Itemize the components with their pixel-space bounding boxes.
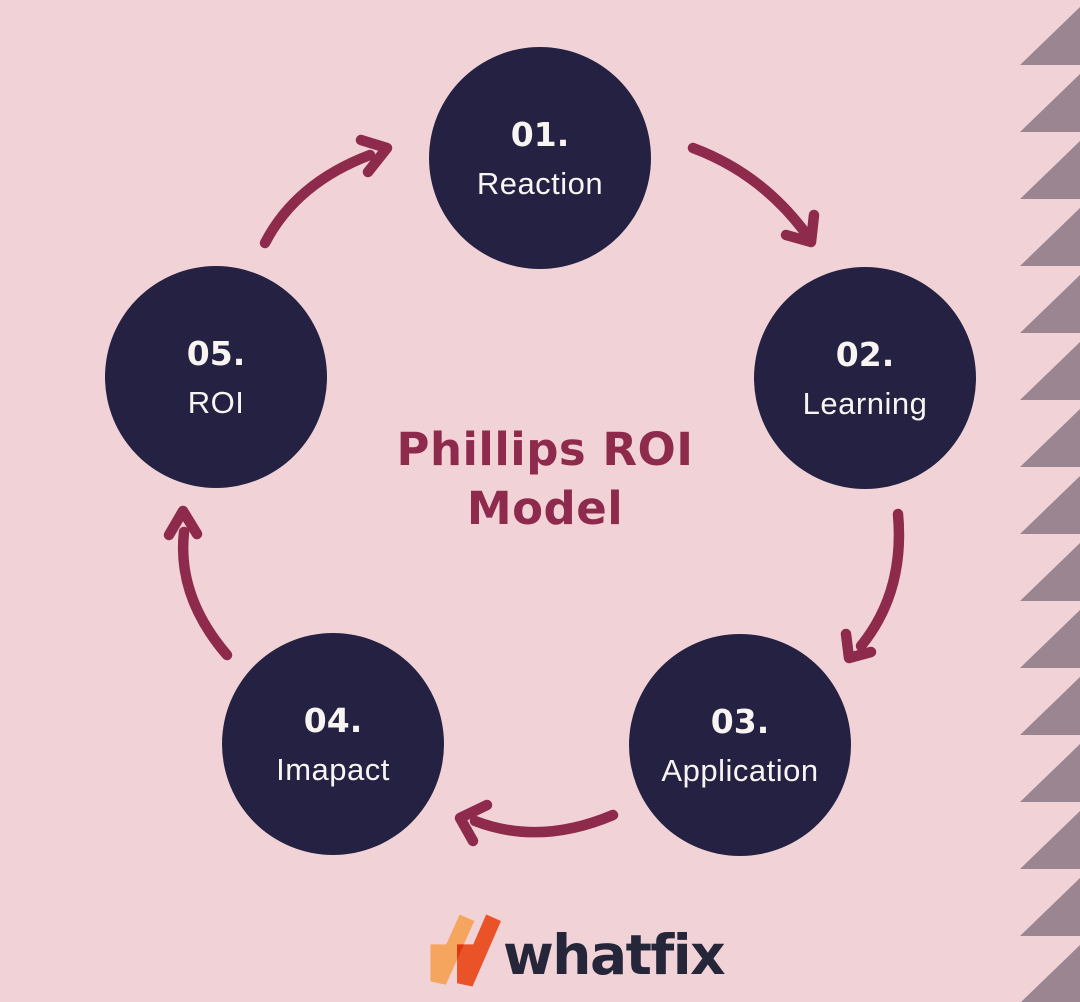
diagram-title: Phillips ROI Model	[396, 423, 694, 536]
arrow-reaction-to-learning-icon	[687, 142, 820, 248]
step-label: Learning	[802, 385, 928, 421]
arrow-roi-to-reaction-icon	[259, 134, 393, 249]
triangle-edge-decoration	[1020, 7, 1080, 1002]
edge-triangle	[1020, 476, 1080, 534]
step-number: 05.	[186, 333, 246, 373]
edge-triangle	[1020, 610, 1080, 668]
edge-triangle	[1021, 945, 1080, 1002]
whatfix-logo: whatfix	[423, 910, 726, 987]
edge-triangle	[1020, 811, 1080, 869]
edge-triangle	[1020, 878, 1080, 936]
step-number: 02.	[835, 334, 895, 374]
step-number: 04.	[303, 700, 363, 740]
step-circle-impact: 04. Imapact	[222, 633, 444, 855]
step-circle-reaction: 01. Reaction	[429, 47, 651, 269]
edge-triangle	[1020, 543, 1080, 601]
edge-triangle	[1020, 275, 1080, 333]
arrow-impact-to-roi-icon	[163, 505, 233, 661]
step-label: Reaction	[476, 165, 604, 201]
step-label: ROI	[187, 384, 245, 420]
step-label: Imapact	[276, 751, 390, 787]
arrow-application-to-impact-icon	[454, 799, 619, 847]
step-circle-application: 03. Application	[629, 634, 851, 856]
edge-triangle	[1020, 677, 1080, 735]
whatfix-mark-icon	[430, 914, 502, 987]
edge-triangle	[1020, 7, 1080, 65]
edge-triangle	[1020, 74, 1080, 132]
arrow-learning-to-application-icon	[840, 508, 905, 664]
edge-triangle	[1020, 342, 1080, 400]
whatfix-wordmark: whatfix	[503, 923, 726, 987]
edge-triangle	[1020, 409, 1080, 467]
edge-triangle	[1020, 208, 1080, 266]
edge-triangle	[1020, 744, 1080, 802]
step-circle-roi: 05. ROI	[105, 266, 327, 488]
step-label: Application	[661, 752, 819, 788]
edge-triangle	[1020, 141, 1080, 199]
step-number: 01.	[510, 114, 570, 154]
step-number: 03.	[710, 701, 770, 741]
step-circle-learning: 02. Learning	[754, 267, 976, 489]
